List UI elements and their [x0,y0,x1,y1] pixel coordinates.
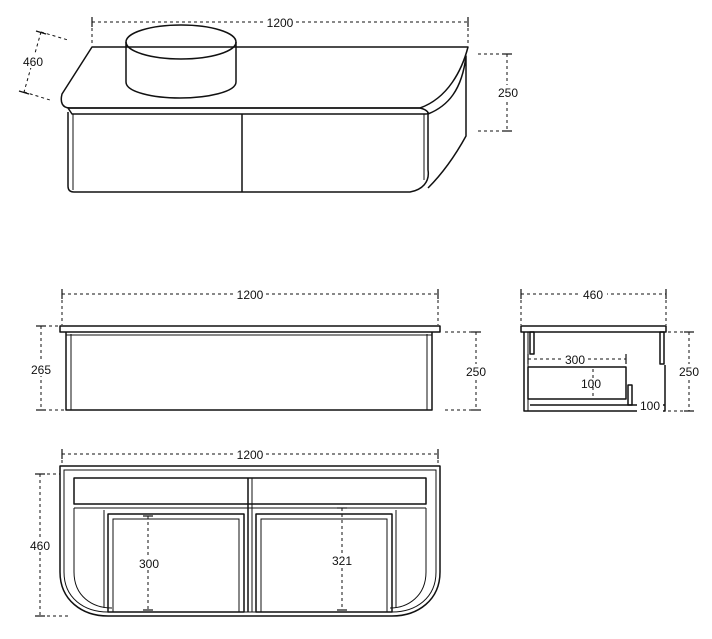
side-height-label: 250 [679,365,699,379]
side-drawer-depth-label: 300 [565,353,585,367]
top-drawer-right-inner [260,518,388,613]
top-depth-label: 460 [30,539,50,553]
perspective-basin-body [125,42,237,99]
top-inner-outline [63,469,437,613]
side-left-tab [529,331,535,355]
top-left-curve [73,508,113,609]
perspective-cabinet-front [67,112,430,193]
side-cabinet [523,332,666,412]
side-drawer [527,366,627,400]
top-drawer-left-inner [112,518,240,613]
perspective-countertop [60,46,469,109]
side-countertop [520,325,667,333]
side-view: 460 250 300 100 100 [520,287,701,413]
top-right-curve [389,508,427,609]
side-depth-label: 460 [583,288,603,302]
perspective-countertop-edge [67,107,429,115]
top-drawer-left-label: 300 [139,557,159,571]
perspective-height-label: 250 [498,86,518,100]
top-view: 1200 460 300 321 [27,447,441,617]
top-drawer-right-label: 321 [332,554,352,568]
perspective-depth-label: 460 [23,55,43,69]
top-width-label: 1200 [237,448,264,462]
side-right-tab [659,331,665,365]
top-back-panel [73,477,427,505]
perspective-width-label: 1200 [267,16,294,30]
perspective-cabinet-side [427,55,467,189]
side-runner [627,384,633,406]
front-height-right-label: 250 [466,365,486,379]
front-width-label: 1200 [237,288,264,302]
front-cabinet [65,332,433,411]
side-offset-label: 100 [640,399,660,413]
perspective-basin-rim [125,24,237,60]
front-height-left-label: 265 [31,363,51,377]
perspective-view: 1200 460 250 [18,15,520,193]
top-outline [59,465,441,617]
front-view: 1200 265 250 [28,287,488,411]
side-drawer-height-label: 100 [581,377,601,391]
top-drawer-left [107,513,245,613]
front-countertop [59,325,441,333]
top-drawer-right [255,513,393,613]
